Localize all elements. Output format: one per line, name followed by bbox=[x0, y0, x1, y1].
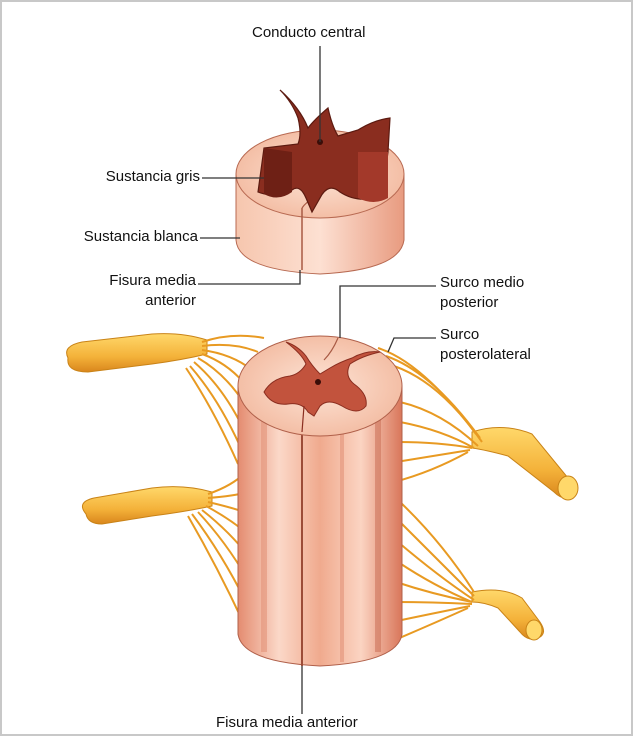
label-surco-medio-posterior-line1: Surco medio bbox=[440, 274, 524, 292]
label-fisura-media-anterior-top-line2: anterior bbox=[76, 292, 196, 310]
label-fisura-media-anterior-top-line1: Fisura media bbox=[76, 272, 196, 290]
label-fisura-media-anterior-bottom: Fisura media anterior bbox=[216, 714, 358, 732]
label-surco-posterolateral-line1: Surco bbox=[440, 326, 479, 344]
leader-surco-medio-posterior bbox=[340, 286, 436, 338]
leader-surco-posterolateral bbox=[388, 338, 436, 352]
label-conducto-central: Conducto central bbox=[252, 24, 365, 42]
label-sustancia-gris: Sustancia gris bbox=[80, 168, 200, 186]
label-surco-posterolateral-line2: posterolateral bbox=[440, 346, 531, 364]
label-sustancia-blanca: Sustancia blanca bbox=[54, 228, 198, 246]
leader-fisura-media-top bbox=[198, 270, 300, 284]
label-surco-medio-posterior-line2: posterior bbox=[440, 294, 498, 312]
spinal-cord-column bbox=[238, 336, 402, 666]
